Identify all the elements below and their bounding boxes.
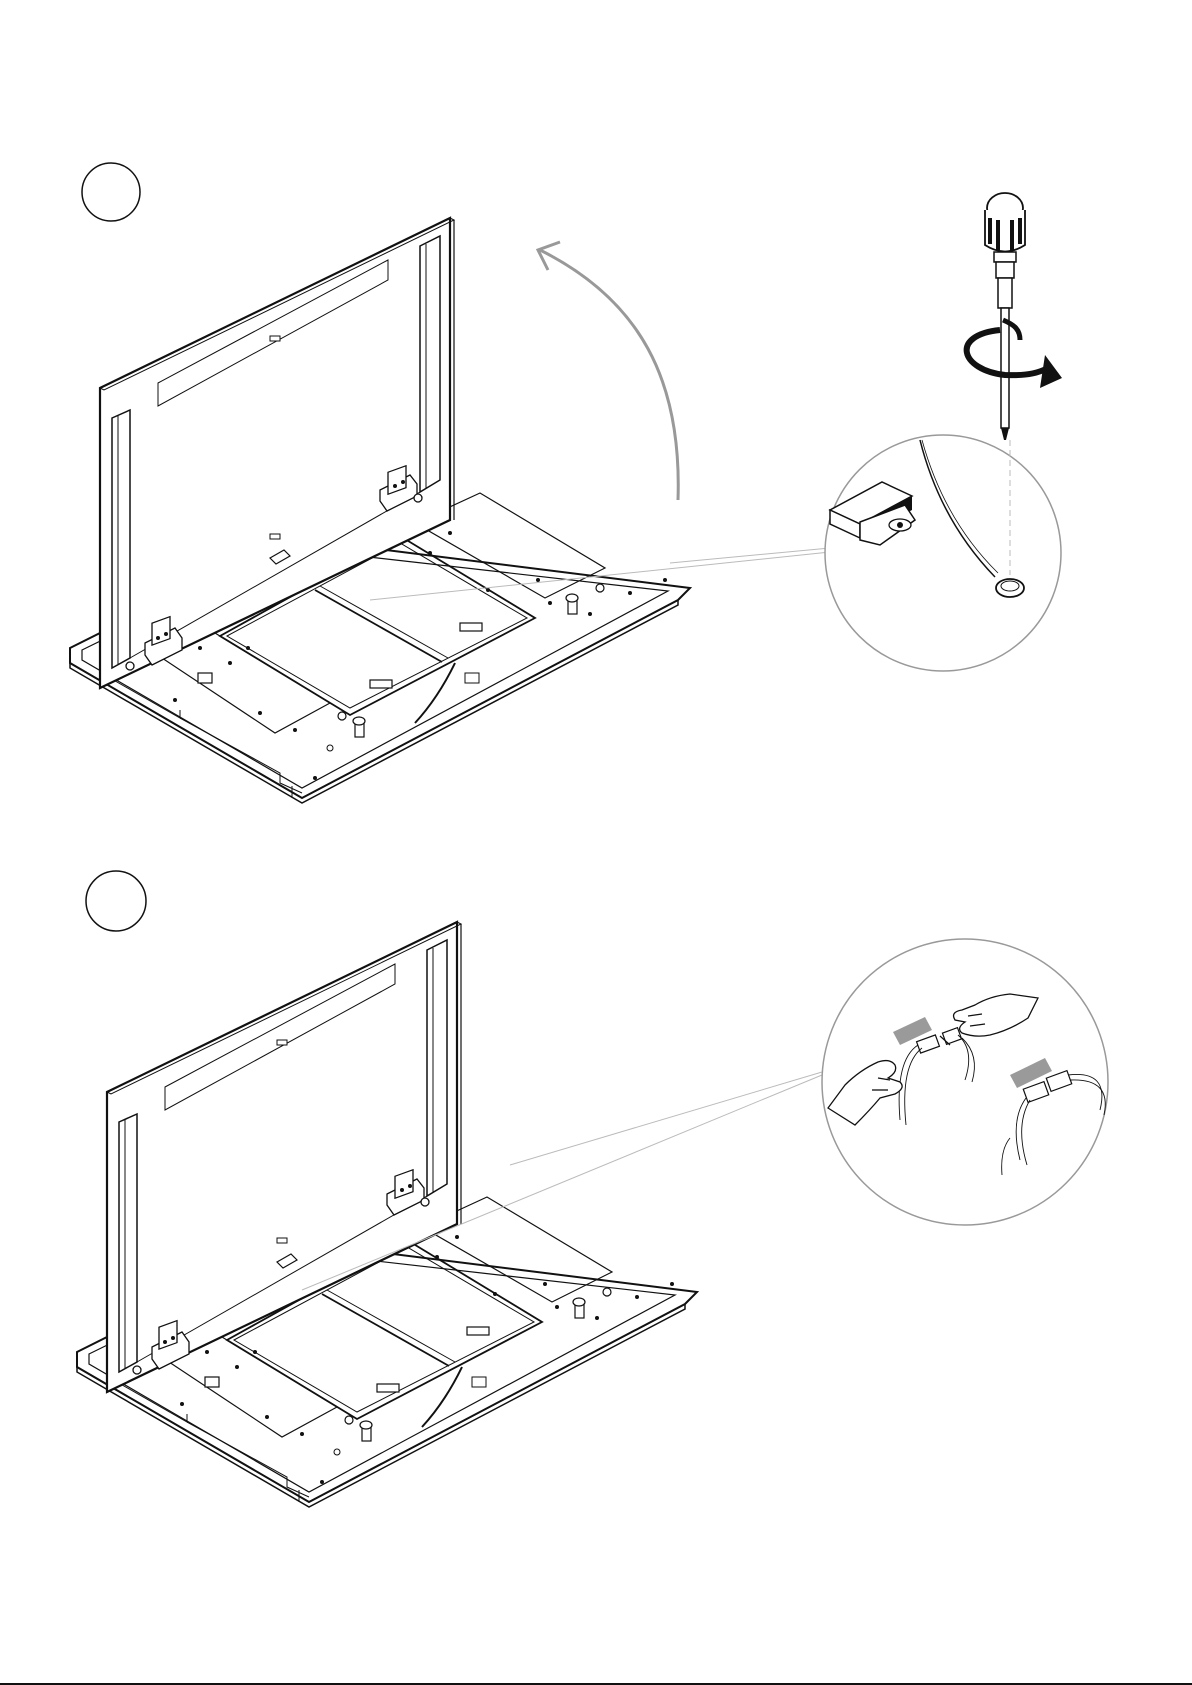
step-1-number-badge xyxy=(82,163,140,221)
hood-unit-step-2 xyxy=(77,922,697,1507)
detail-callout-earth-screw xyxy=(825,435,1061,671)
rotate-arrow-icon xyxy=(967,320,1062,388)
earth-screw-icon xyxy=(996,579,1024,597)
screwdriver-icon xyxy=(985,193,1025,440)
step-2-number-badge xyxy=(86,871,146,931)
detail-callout-cable-connector xyxy=(822,939,1108,1225)
step-1 xyxy=(70,163,1062,803)
step-2 xyxy=(77,871,1108,1507)
hood-unit-step-1 xyxy=(70,218,690,803)
lift-door-arrow-icon xyxy=(538,242,678,500)
